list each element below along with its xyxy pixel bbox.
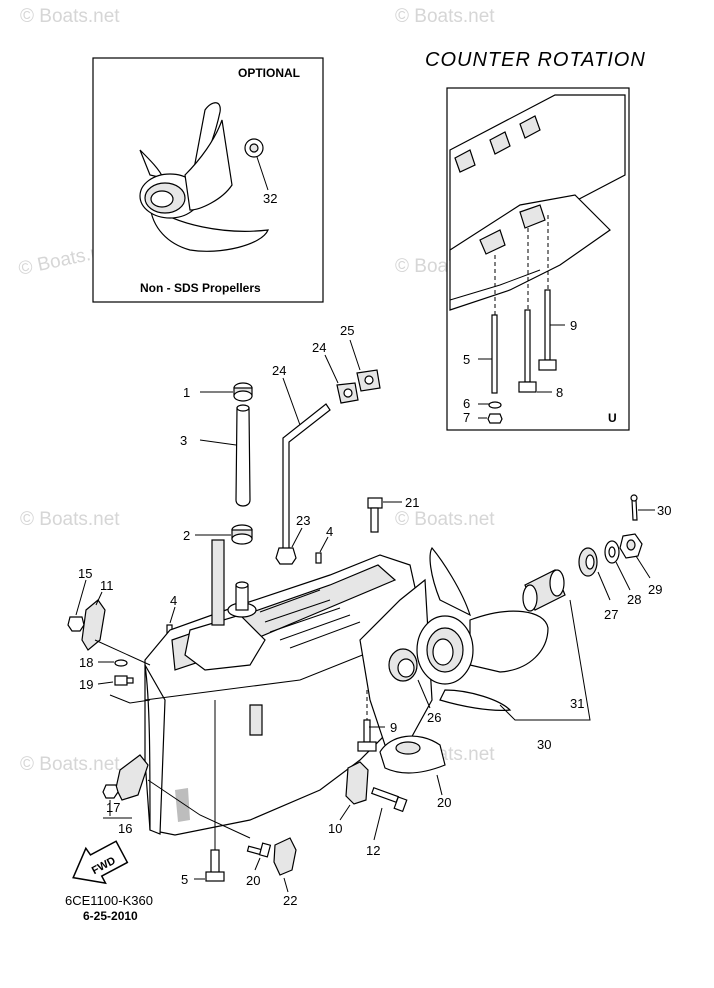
spacer-25-drawing — [388, 648, 418, 682]
callout-6: 6 — [463, 396, 470, 411]
callout-5: 5 — [463, 352, 470, 367]
callout-19: 21 — [405, 495, 419, 510]
callout-18: 20 — [437, 795, 451, 810]
screw-17-drawing — [246, 842, 272, 858]
callout-11: 11 — [100, 578, 114, 593]
spacer-26-drawing — [578, 547, 598, 577]
callout-5: 5 — [181, 872, 188, 887]
callout-15: 16 — [118, 821, 132, 836]
inset-caption: Non - SDS Propellers — [140, 281, 261, 295]
seal-22-drawing — [275, 547, 297, 565]
anode-14-drawing — [273, 837, 297, 876]
dowel-4-drawing — [315, 552, 322, 564]
watermark: © Boats.net — [395, 509, 495, 530]
bolt-5-drawing — [491, 314, 498, 394]
callout-31: 31 — [570, 696, 584, 711]
callout-32: 32 — [263, 191, 277, 206]
plate-15-drawing — [115, 754, 149, 801]
callout-23: 24 — [272, 363, 286, 378]
washer-6-drawing — [488, 401, 502, 409]
nut-16-drawing — [102, 784, 119, 799]
callout-30: 30 — [537, 737, 551, 752]
casing-section-drawing — [449, 94, 626, 311]
trim-tab-18-drawing — [379, 735, 446, 774]
callout-10: 10 — [328, 821, 342, 836]
corner-mark: U — [608, 411, 617, 425]
water-tube-assembly — [231, 382, 253, 545]
callout-26: 27 — [604, 607, 618, 622]
bolt-8-drawing — [518, 309, 537, 393]
tube-23-drawing — [282, 403, 331, 561]
counter-rotation-title: COUNTER ROTATION — [425, 49, 646, 71]
bolt-19-drawing — [367, 497, 383, 533]
propeller-30-drawing — [416, 546, 549, 711]
thrust-hub-31-drawing — [522, 569, 566, 612]
callout-1: 1 — [183, 385, 190, 400]
callout-14: 22 — [283, 893, 297, 908]
callout-24: 24 — [312, 340, 326, 355]
callout-17: 20 — [246, 873, 260, 888]
callout-13: 15 — [78, 566, 92, 581]
watermark: © Boats.net — [20, 6, 120, 27]
inset-heading: OPTIONAL — [238, 66, 300, 80]
callout-3: 3 — [180, 433, 187, 448]
bolt-5-drawing — [205, 849, 225, 882]
callout-22: 23 — [296, 513, 310, 528]
watermark: © Boats.net — [20, 754, 120, 775]
drawing-code: 6CE1100-K360 — [65, 893, 153, 908]
fwd-direction-badge: FWD — [72, 840, 129, 885]
bolt-12-drawing — [370, 786, 408, 813]
callout-24: 25 — [340, 323, 354, 338]
washer-21-drawing — [114, 659, 128, 667]
callout-8: 8 — [556, 385, 563, 400]
nut-7-drawing — [487, 413, 503, 424]
anode-10-drawing — [345, 761, 369, 805]
grommet-24-drawing — [336, 369, 381, 404]
callout-4: 4 — [170, 593, 177, 608]
nut-13-drawing — [67, 616, 85, 632]
watermark: © Boats.net — [20, 509, 120, 530]
watermark: © Boats.net — [395, 6, 495, 27]
nut-28-drawing — [619, 533, 643, 559]
drawing-date: 6-25-2010 — [83, 909, 138, 923]
non-sds-propeller-drawing — [139, 102, 269, 252]
counter-rotation-inset: COUNTER ROTATION — [425, 49, 646, 431]
lower-casing-drawing — [144, 539, 433, 860]
callout-2: 2 — [183, 528, 190, 543]
callout-9: 9 — [390, 720, 397, 735]
fitting-20-drawing — [114, 675, 134, 686]
callout-28: 29 — [648, 582, 662, 597]
callout-25: 26 — [427, 710, 441, 725]
cotter-pin-29-drawing — [630, 494, 638, 521]
callout-9: 9 — [570, 318, 577, 333]
callout-7: 7 — [463, 410, 470, 425]
callout-29: 30 — [657, 503, 671, 518]
callout-27: 28 — [627, 592, 641, 607]
callout-16: 17 — [106, 800, 120, 815]
callout-4: 4 — [326, 524, 333, 539]
callout-20: 19 — [79, 677, 93, 692]
washer-27-drawing — [604, 540, 620, 564]
optional-propeller-inset: OPTIONAL 32 Non - SDS Propellers — [92, 57, 324, 303]
callout-21: 18 — [79, 655, 93, 670]
callout-12: 12 — [366, 843, 380, 858]
